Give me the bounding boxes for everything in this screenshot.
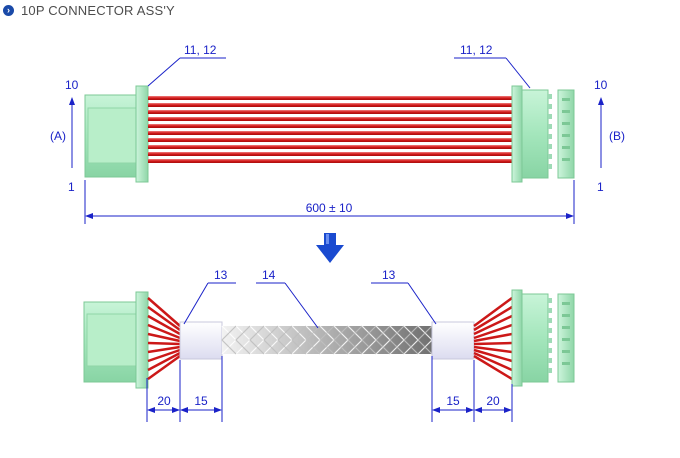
pin-label-bottom: 1 xyxy=(597,180,604,194)
callout-label: 13 xyxy=(382,268,396,282)
dimension-left: 20 15 xyxy=(146,356,223,422)
dim-label-15: 15 xyxy=(194,394,208,408)
side-label-a: (A) xyxy=(50,129,66,143)
left-pin-range: 10 1 (A) xyxy=(50,78,79,194)
left-connector-bottom xyxy=(83,291,149,389)
right-connector-b xyxy=(511,85,575,183)
title-bar: › 10P CONNECTOR ASS'Y xyxy=(0,0,175,20)
callout-label: 11, 12 xyxy=(460,43,493,57)
pin-label-top: 10 xyxy=(594,78,608,92)
left-heat-shrink-tube xyxy=(179,321,223,360)
pin-label-top: 10 xyxy=(65,78,79,92)
right-connector-bottom xyxy=(511,289,575,387)
callout-label: 13 xyxy=(214,268,228,282)
length-dimension: 600 ± 10 xyxy=(84,180,575,224)
callout-13-right: 13 xyxy=(371,268,437,325)
chevron-right-circle-icon: › xyxy=(3,4,14,16)
ribbon-cable xyxy=(148,96,512,163)
left-wire-fan xyxy=(147,297,181,381)
callout-13-left: 13 xyxy=(183,268,236,325)
dim-label-15: 15 xyxy=(446,394,460,408)
callout-left-11-12: 11, 12 xyxy=(147,43,226,87)
down-arrow-icon xyxy=(316,233,344,263)
right-heat-shrink-tube xyxy=(431,321,475,360)
dimension-right: 15 20 xyxy=(431,356,513,422)
left-connector-housing-a xyxy=(84,85,149,183)
callout-label: 11, 12 xyxy=(184,43,217,57)
side-label-b: (B) xyxy=(609,129,625,143)
callout-14: 14 xyxy=(256,268,319,329)
right-wire-fan xyxy=(473,296,513,381)
right-pin-range: 10 1 (B) xyxy=(594,78,625,194)
pin-label-bottom: 1 xyxy=(68,180,75,194)
callout-right-11-12: 11, 12 xyxy=(454,43,531,89)
dim-label-20: 20 xyxy=(157,394,171,408)
callout-label: 14 xyxy=(262,268,276,282)
length-label: 600 ± 10 xyxy=(306,201,353,215)
page-title: 10P CONNECTOR ASS'Y xyxy=(21,2,175,18)
dim-label-20: 20 xyxy=(486,394,500,408)
braided-sleeve xyxy=(221,325,433,355)
